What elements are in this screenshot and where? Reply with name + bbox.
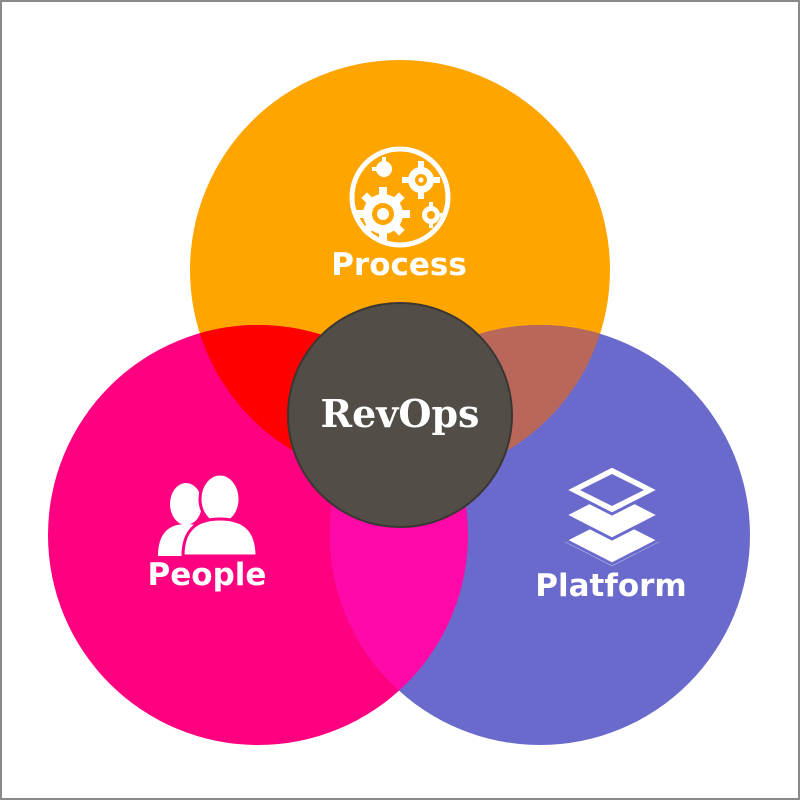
platform-label: Platform	[535, 568, 686, 604]
layers-icon	[561, 464, 663, 566]
people-icon	[158, 472, 259, 558]
people-label: People	[148, 557, 267, 593]
revops-center-circle	[287, 302, 513, 528]
gears-icon	[349, 146, 451, 248]
process-label: Process	[331, 247, 467, 283]
revops-label: RevOps	[321, 391, 480, 436]
